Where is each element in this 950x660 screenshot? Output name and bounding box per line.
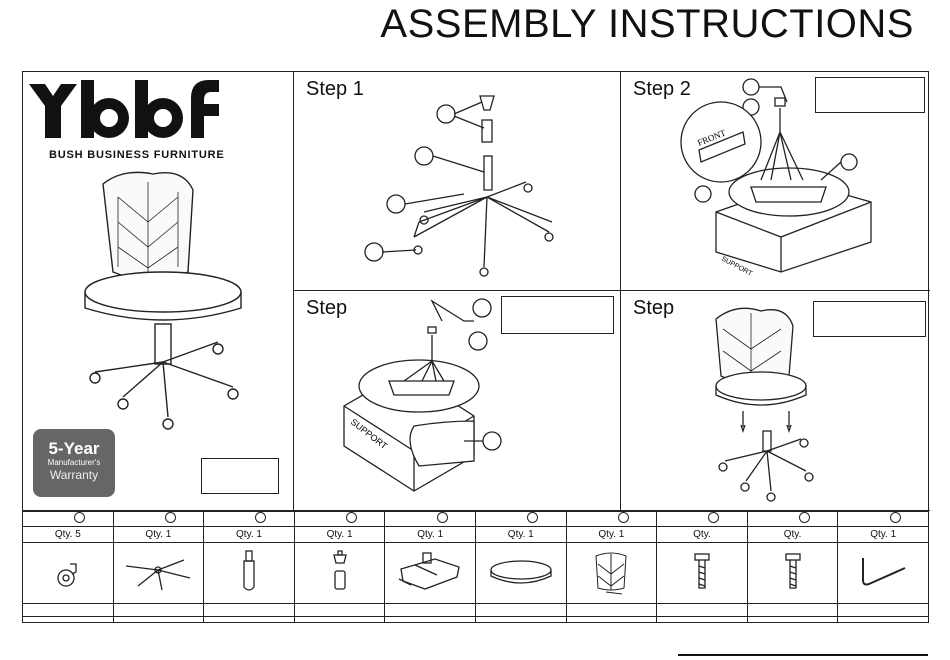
page-title: ASSEMBLY INSTRUCTIONS	[380, 2, 914, 47]
step-4-illustration	[621, 291, 930, 511]
part-qty: Qty.	[657, 527, 748, 543]
part-id-row	[23, 512, 929, 527]
allen-key-icon	[853, 552, 913, 592]
part-qty: Qty. 1	[566, 527, 657, 543]
backrest-icon	[586, 548, 636, 596]
step-1-panel: Step 1	[294, 72, 621, 291]
part-id-circle	[74, 512, 85, 523]
bolt-icon	[690, 550, 714, 594]
seat-icon	[486, 552, 556, 592]
step-4-panel: Step	[621, 291, 930, 511]
parts-table: Qty. 5 Qty. 1 Qty. 1 Qty. 1 Qty. 1 Qty. …	[22, 511, 929, 623]
caster-icon	[48, 552, 88, 592]
part-id-circle	[618, 512, 629, 523]
base-icon	[118, 552, 198, 592]
gas-cylinder-icon	[239, 549, 259, 595]
part-id-circle	[890, 512, 901, 523]
step-3-panel: Step SUPPORT	[294, 291, 621, 511]
cylinder-cover-icon	[328, 549, 352, 595]
part-qty: Qty. 1	[113, 527, 204, 543]
warranty-manufacturer: Manufacturer's	[33, 458, 115, 468]
step-2-panel: Step 2 FRONT SUPPORT	[621, 72, 930, 291]
part-qty: Qty.	[747, 527, 838, 543]
part-qty: Qty. 5	[23, 527, 114, 543]
step-2-illustration: FRONT SUPPORT	[621, 72, 930, 291]
part-id-circle	[346, 512, 357, 523]
step-3-illustration: SUPPORT	[294, 291, 621, 511]
part-qty: Qty. 1	[294, 527, 385, 543]
warranty-years: 5-Year	[33, 440, 115, 458]
part-qty-row: Qty. 5 Qty. 1 Qty. 1 Qty. 1 Qty. 1 Qty. …	[23, 527, 929, 543]
part-id-circle	[437, 512, 448, 523]
bolt-icon	[781, 550, 805, 594]
signature-line	[678, 654, 928, 656]
note-box-left	[201, 458, 279, 494]
part-id-circle	[255, 512, 266, 523]
brand-name: BUSH BUSINESS FURNITURE	[49, 149, 224, 161]
step-1-illustration	[294, 72, 621, 291]
warranty-badge: 5-Year Manufacturer's Warranty	[33, 429, 115, 497]
part-id-circle	[799, 512, 810, 523]
part-qty: Qty. 1	[204, 527, 295, 543]
part-qty: Qty. 1	[475, 527, 566, 543]
part-id-circle	[527, 512, 538, 523]
part-id-circle	[708, 512, 719, 523]
part-qty: Qty. 1	[385, 527, 476, 543]
part-blank-row	[23, 604, 929, 623]
warranty-label: Warranty	[33, 468, 115, 482]
part-qty: Qty. 1	[838, 527, 929, 543]
part-image-row	[23, 543, 929, 604]
part-id-circle	[165, 512, 176, 523]
mechanism-icon	[395, 549, 465, 595]
chair-illustration	[85, 172, 241, 429]
